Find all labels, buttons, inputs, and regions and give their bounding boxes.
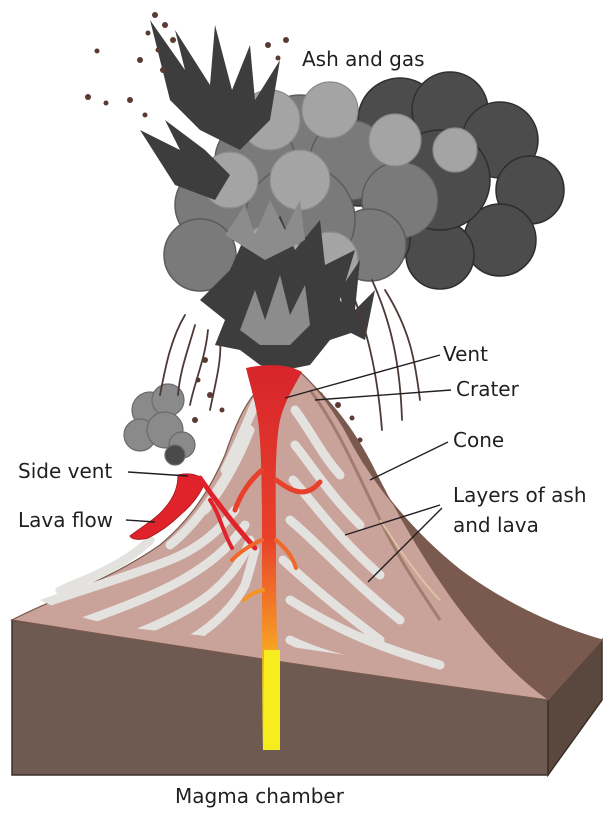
leader-layers-2 [367, 507, 443, 583]
label-vent: Vent [443, 342, 488, 366]
leader-lava-flow [125, 519, 156, 523]
label-layers-line1: Layers of ash [453, 483, 587, 507]
leader-crater [314, 389, 452, 401]
volcano-cone [10, 365, 604, 750]
label-crater: Crater [456, 377, 520, 401]
label-ash-and-gas: Ash and gas [302, 47, 425, 71]
leader-layers-1 [344, 504, 441, 536]
ash-cloud [123, 20, 565, 466]
labels: Ash and gas Vent Crater Cone Layers of a… [18, 47, 587, 808]
label-cone: Cone [453, 428, 504, 452]
label-side-vent: Side vent [18, 459, 112, 483]
side-vent-cloud [123, 383, 196, 466]
main-conduit [246, 365, 302, 750]
ash-layers [40, 397, 445, 680]
leader-vent [284, 354, 441, 399]
falling-ash-lines [159, 279, 421, 431]
leader-cone [369, 441, 449, 481]
label-magma-chamber: Magma chamber [175, 784, 345, 808]
leader-side-vent [127, 471, 189, 477]
cone-shadow-slope [300, 372, 602, 700]
label-lava-flow: Lava flow [18, 508, 113, 532]
label-layers-line2: and lava [453, 513, 539, 537]
magma-chamber-shaft [264, 650, 280, 750]
column-highlights [225, 200, 310, 345]
